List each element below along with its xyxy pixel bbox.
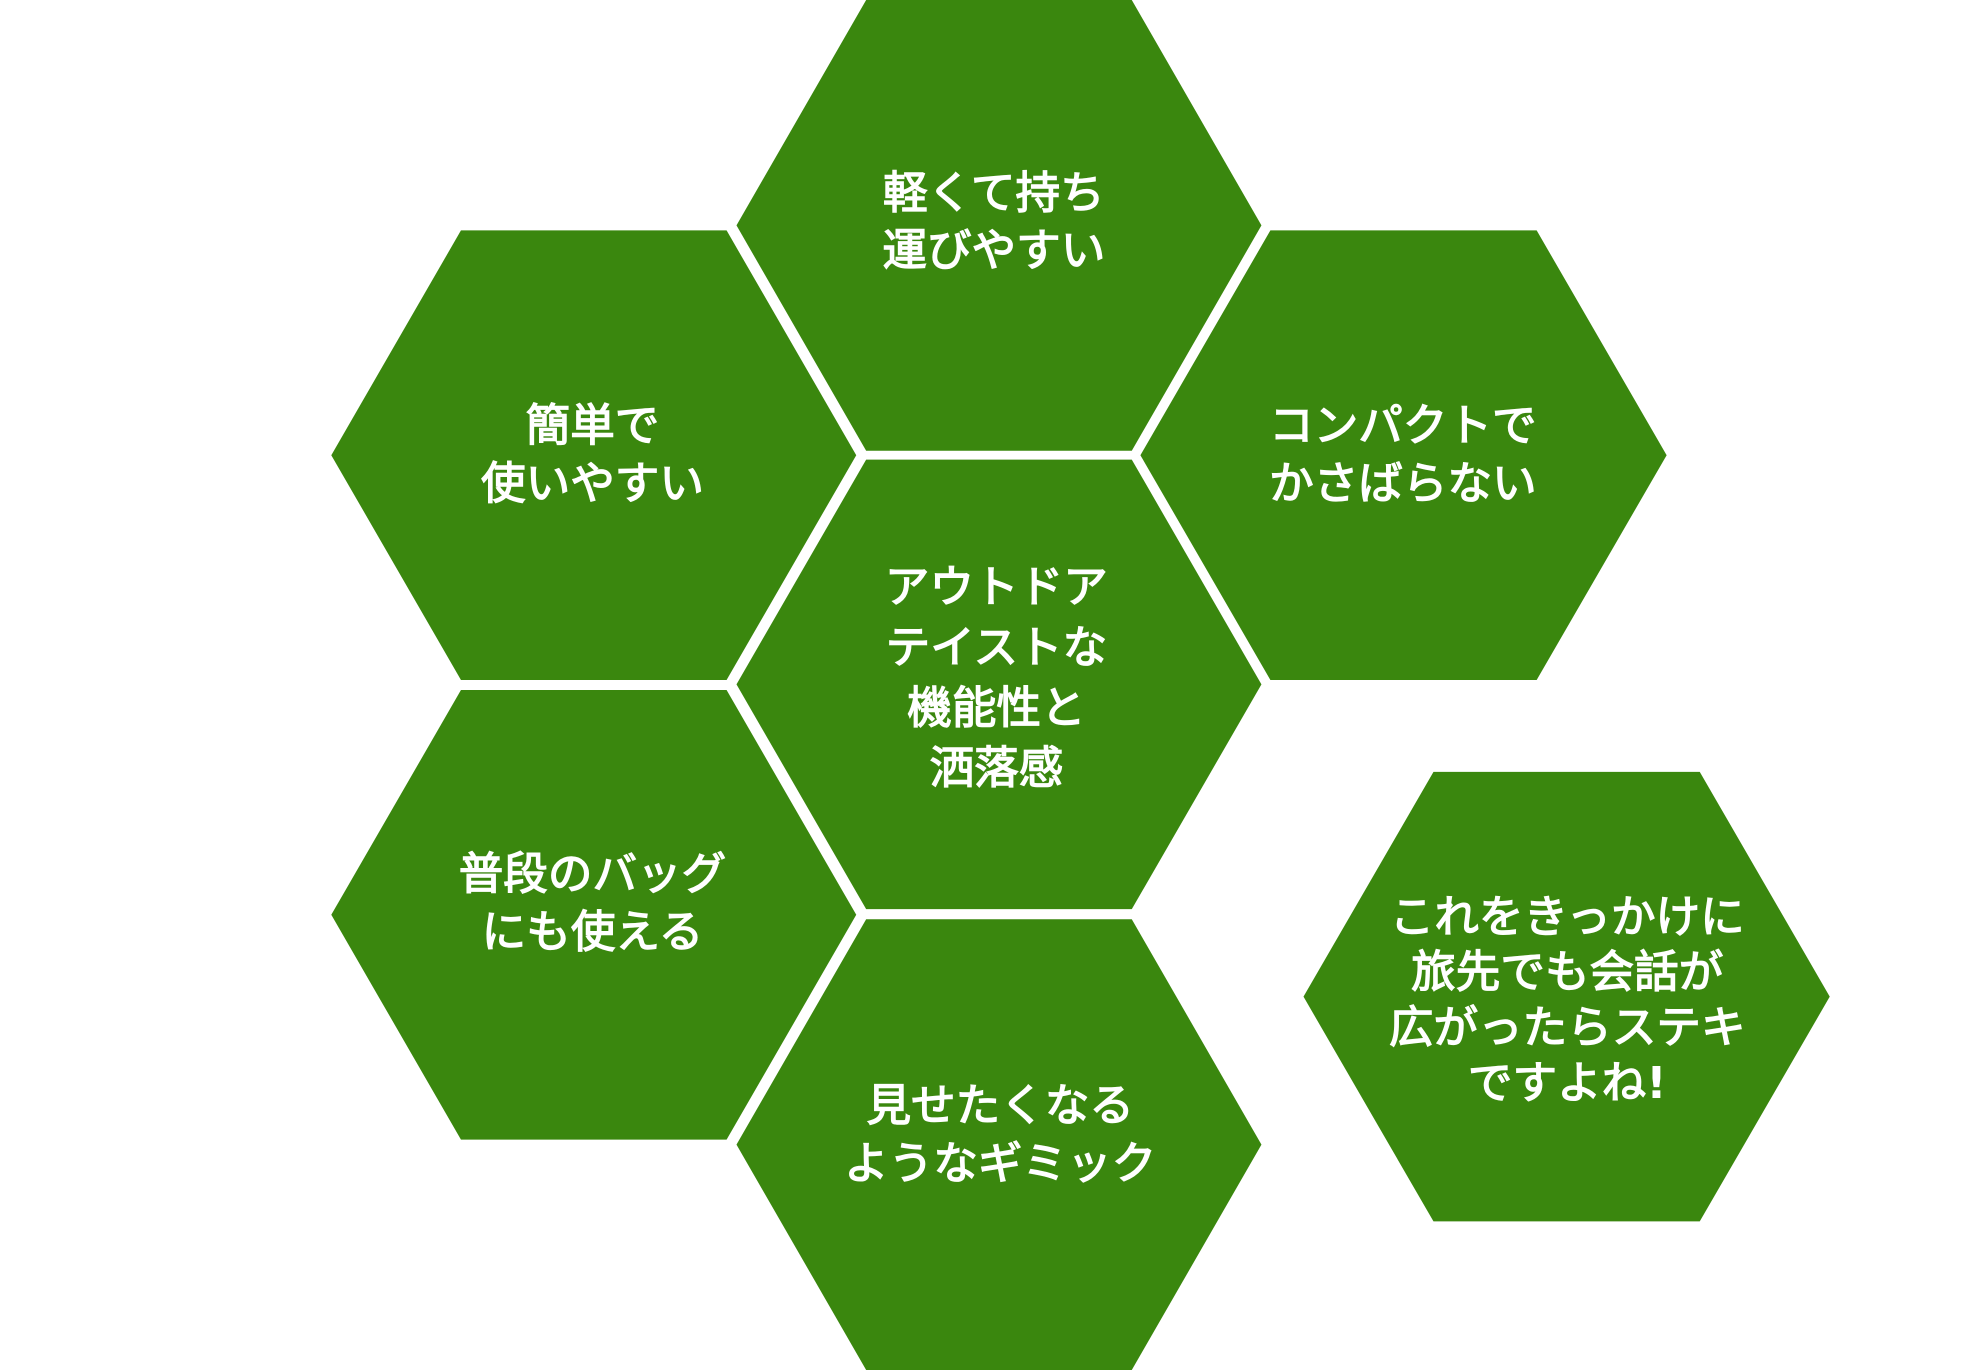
label-line: ですよね!: [1468, 1058, 1667, 1109]
hexagon-upper-left: 簡単で使いやすい: [331, 230, 857, 680]
label-line: ようなギミック: [844, 1139, 1156, 1190]
hexagon-label: コンパクトでかさばらない: [1269, 401, 1537, 510]
label-line: かさばらない: [1269, 459, 1537, 510]
label-line: 普段のバッグ: [459, 849, 727, 900]
label-line: 簡単で: [526, 401, 660, 452]
hexagon-shape: [736, 919, 1262, 1370]
hexagon-upper-right: コンパクトでかさばらない: [1140, 230, 1667, 680]
hexagon-shape: [736, 0, 1262, 451]
label-line: テイストな: [886, 623, 1108, 674]
hexagon-far-right: これをきっかけに旅先でも会話が広がったらステキですよね!: [1303, 771, 1830, 1222]
hexagon-center: アウトドアテイストな機能性と洒落感: [736, 459, 1262, 910]
hexagon-label: 軽くて持ち運びやすい: [882, 168, 1105, 277]
label-line: 機能性と: [907, 683, 1085, 734]
label-line: 見せたくなる: [866, 1081, 1134, 1132]
label-line: 軽くて持ち: [883, 168, 1105, 219]
label-line: にも使える: [482, 907, 704, 958]
hexagon-shape: [736, 459, 1262, 910]
label-line: 広がったらステキ: [1389, 1003, 1746, 1054]
hexagon-shape: [1140, 230, 1667, 680]
hexagon-shape: [331, 230, 857, 680]
label-line: アウトドア: [885, 562, 1108, 613]
label-line: 使いやすい: [480, 459, 704, 510]
hexagon-label: 簡単で使いやすい: [480, 401, 704, 510]
label-line: 旅先でも会話が: [1411, 947, 1724, 998]
hexagon-bottom: 見せたくなるようなギミック: [736, 919, 1262, 1370]
hexagon-shape: [331, 690, 857, 1140]
label-line: 洒落感: [930, 743, 1064, 794]
label-line: これをきっかけに: [1390, 892, 1745, 943]
label-line: 運びやすい: [882, 226, 1105, 277]
hexagon-lower-left: 普段のバッグにも使える: [331, 690, 857, 1140]
hexagon-label: 普段のバッグにも使える: [459, 849, 727, 958]
hexagon-shape: [1303, 771, 1830, 1222]
label-line: コンパクトで: [1269, 401, 1537, 452]
hexagon-label: 見せたくなるようなギミック: [844, 1081, 1156, 1190]
hexagon-top: 軽くて持ち運びやすい: [736, 0, 1262, 451]
hexagon-label: アウトドアテイストな機能性と洒落感: [885, 562, 1108, 794]
hexagon-label: これをきっかけに旅先でも会話が広がったらステキですよね!: [1389, 892, 1746, 1109]
